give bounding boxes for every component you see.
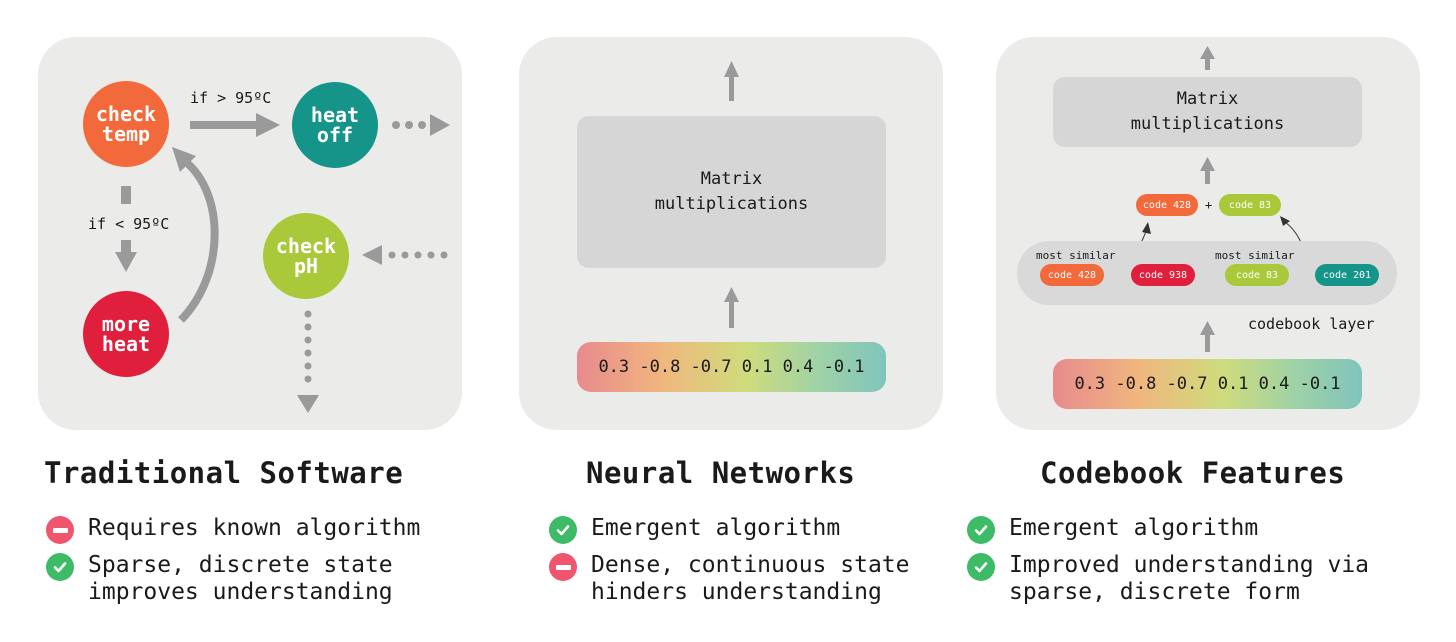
bullet-text: Emergent algorithm [591, 515, 841, 541]
minus-icon [549, 553, 577, 581]
check-icon [46, 553, 74, 581]
code-201: code 201 [1315, 264, 1379, 286]
arrow-codebook-vector-to-layer [1200, 321, 1215, 352]
codebook-matrix-box: Matrix multiplications [1053, 77, 1362, 147]
plus-sign: + [1205, 198, 1213, 212]
codebook-layer-label: codebook layer [1248, 315, 1375, 333]
code-938: code 938 [1131, 264, 1195, 286]
arrow-codebook-selected-to-matrix [1200, 157, 1215, 184]
arrow-check-temp-to-heat-off [190, 113, 280, 137]
bullet-text: Sparse, discrete state improves understa… [88, 552, 393, 605]
arrow-codebook-top-up [1200, 46, 1215, 70]
neural-matrix-box: Matrix multiplications [577, 116, 886, 268]
traditional-title: Traditional Software [44, 456, 404, 490]
neural-title: Neural Networks [586, 456, 856, 490]
minus-icon [46, 516, 74, 544]
bullet-text: Emergent algorithm [1009, 515, 1259, 541]
arrow-neural-vector-to-matrix [724, 287, 739, 328]
check-icon [967, 516, 995, 544]
edge-label-greater: if > 95ºC [190, 89, 272, 107]
check-icon [549, 516, 577, 544]
arrow-check-ph-down [297, 310, 319, 413]
selected-code-83: code 83 [1219, 194, 1281, 216]
codebook-vector: 0.3 -0.8 -0.7 0.1 0.4 -0.1 [1053, 359, 1362, 409]
codebook-title: Codebook Features [1040, 456, 1346, 490]
code-83: code 83 [1225, 264, 1289, 286]
bullet-text: Requires known algorithm [88, 515, 421, 541]
arrow-heat-off-continue [392, 114, 450, 136]
edge-label-less: if < 95ºC [88, 215, 170, 233]
codebook-bullet-2: Improved understanding via sparse, discr… [967, 552, 1369, 606]
code-428: code 428 [1040, 264, 1104, 286]
most-similar-label-2: most similar [1215, 249, 1295, 262]
check-icon [967, 553, 995, 581]
node-heat-off: heat off [292, 82, 378, 168]
node-check-ph: check pH [263, 213, 349, 299]
node-more-heat: more heat [83, 291, 169, 377]
bullet-text: Dense, continuous state hinders understa… [591, 552, 910, 605]
neural-bullet-2: Dense, continuous state hinders understa… [549, 552, 910, 606]
arrow-more-heat-to-check-temp [172, 147, 219, 323]
node-check-temp: check temp [83, 81, 169, 167]
bullet-text: Improved understanding via sparse, discr… [1009, 552, 1370, 605]
most-similar-label-1: most similar [1036, 249, 1116, 262]
neural-bullet-1: Emergent algorithm [549, 515, 840, 544]
arrow-check-temp-to-more-heat [115, 186, 137, 272]
neural-vector: 0.3 -0.8 -0.7 0.1 0.4 -0.1 [577, 342, 886, 392]
arrow-into-check-ph [362, 245, 448, 265]
traditional-bullet-1: Requires known algorithm [46, 515, 420, 544]
selected-code-428: code 428 [1136, 194, 1198, 216]
arrow-neural-matrix-up [724, 61, 739, 101]
codebook-bullet-1: Emergent algorithm [967, 515, 1258, 544]
traditional-bullet-2: Sparse, discrete state improves understa… [46, 552, 393, 606]
